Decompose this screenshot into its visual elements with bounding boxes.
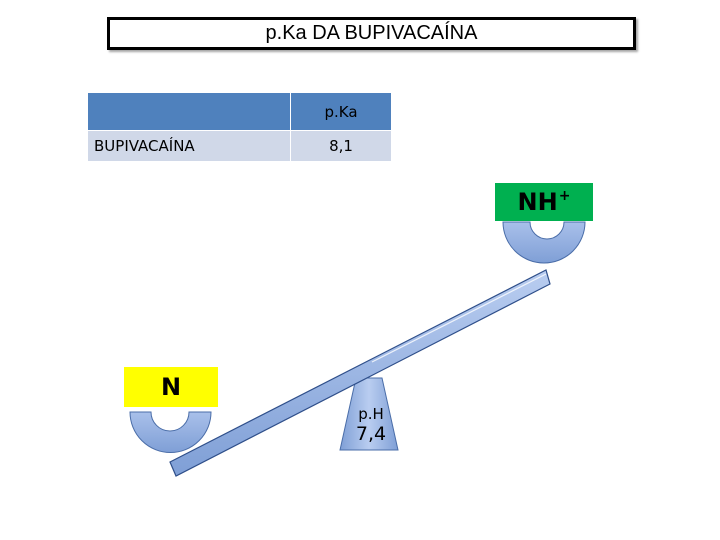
- nh-cup: [503, 222, 585, 263]
- nh-plus-label: NH+: [495, 183, 593, 221]
- n-label: N: [124, 367, 218, 407]
- ph-value: 7,4: [343, 423, 399, 445]
- ph-label: p.H: [343, 405, 399, 423]
- n-cup: [130, 412, 211, 453]
- nh-charge-text: +: [559, 188, 571, 204]
- fulcrum-label: p.H 7,4: [343, 405, 399, 445]
- nh-base-text: NH: [518, 188, 558, 216]
